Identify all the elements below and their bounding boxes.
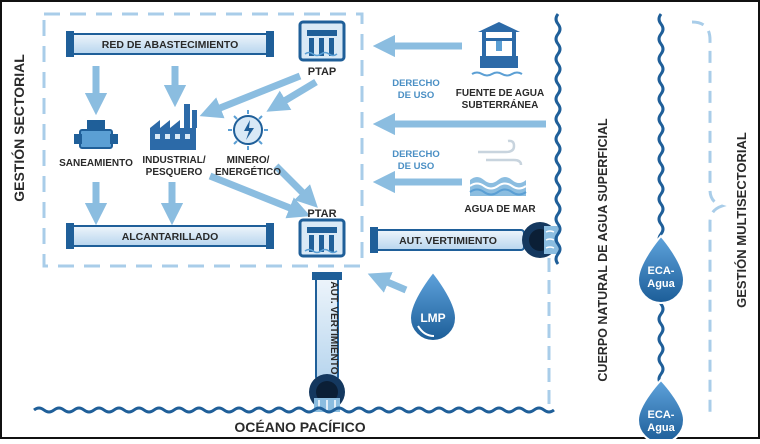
alcantarillado-pipe: ALCANTARILLADO [66,223,274,249]
red-abastecimiento-label: RED DE ABASTECIMIENTO [102,39,239,51]
minero-label-1: MINERO/ [227,155,270,166]
drop-icon [408,270,458,342]
sectorial-box [42,12,364,268]
power-icon [228,110,268,150]
tap-icon [74,120,118,149]
multisectorial-brace [691,20,727,412]
gestion-sectorial-label: GESTIÓN SECTORIAL [10,54,27,202]
derecho-uso-2-line1: DERECHO [392,149,440,160]
derecho-uso-1-line1: DERECHO [392,78,440,89]
industrial-label-2: PESQUERO [146,167,203,178]
eca-wave [657,13,665,435]
ptap-label: PTAP [308,66,337,78]
agua-mar-label: AGUA DE MAR [464,204,536,215]
derecho-uso-2-line2: DE USO [398,161,434,172]
gestion-multisectorial-label: GESTIÓN MULTISECTORIAL [734,132,749,308]
source-arrows [367,34,546,294]
industrial-label-1: INDUSTRIAL/ [142,155,206,166]
red-abastecimiento-pipe: RED DE ABASTECIMIENTO [66,31,274,57]
fuente-agua-line2: SUBTERRÁNEA [462,98,539,111]
lmp-label: LMP [420,311,445,325]
plant-icon [298,218,346,258]
eca-1-line1: ECA- [648,265,675,277]
ocean-wave [33,406,555,414]
aut-vertimiento-h-label: AUT. VERTIMIENTO [399,235,497,247]
derecho-uso-1-line2: DE USO [398,90,434,101]
minero-label-2: ENERGÉTICO [215,165,281,178]
fuente-agua-line1: FUENTE DE AGUA [456,88,545,99]
saneamiento-label: SANEAMIENTO [59,158,133,169]
oceano-label: OCÉANO PACÍFICO [234,419,365,435]
eca-2-line2: Agua [647,422,675,434]
outfall-icon [522,222,558,258]
aut-vertimiento-v-pipe: AUT. VERTIMIENTO [312,272,342,381]
drop-icon [636,234,686,304]
aut-vertimiento-v-label: AUT. VERTIMIENTO [328,281,339,374]
outfall-icon [309,374,345,412]
cuerpo-natural-label: CUERPO NATURAL DE AGUA SUPERFICIAL [596,118,610,382]
alcantarillado-label: ALCANTARILLADO [122,231,219,243]
river-wave [554,13,562,265]
ptar-label: PTAR [307,208,336,220]
sectorial-arrows [84,66,318,226]
well-icon [471,22,523,77]
factory-icon [150,104,197,150]
eca-2-line1: ECA- [648,409,675,421]
plant-icon [298,20,346,62]
wind-wave-icon [469,139,527,196]
eca-1-line2: Agua [647,278,675,290]
aut-vertimiento-h-pipe: AUT. VERTIMIENTO [370,227,525,253]
